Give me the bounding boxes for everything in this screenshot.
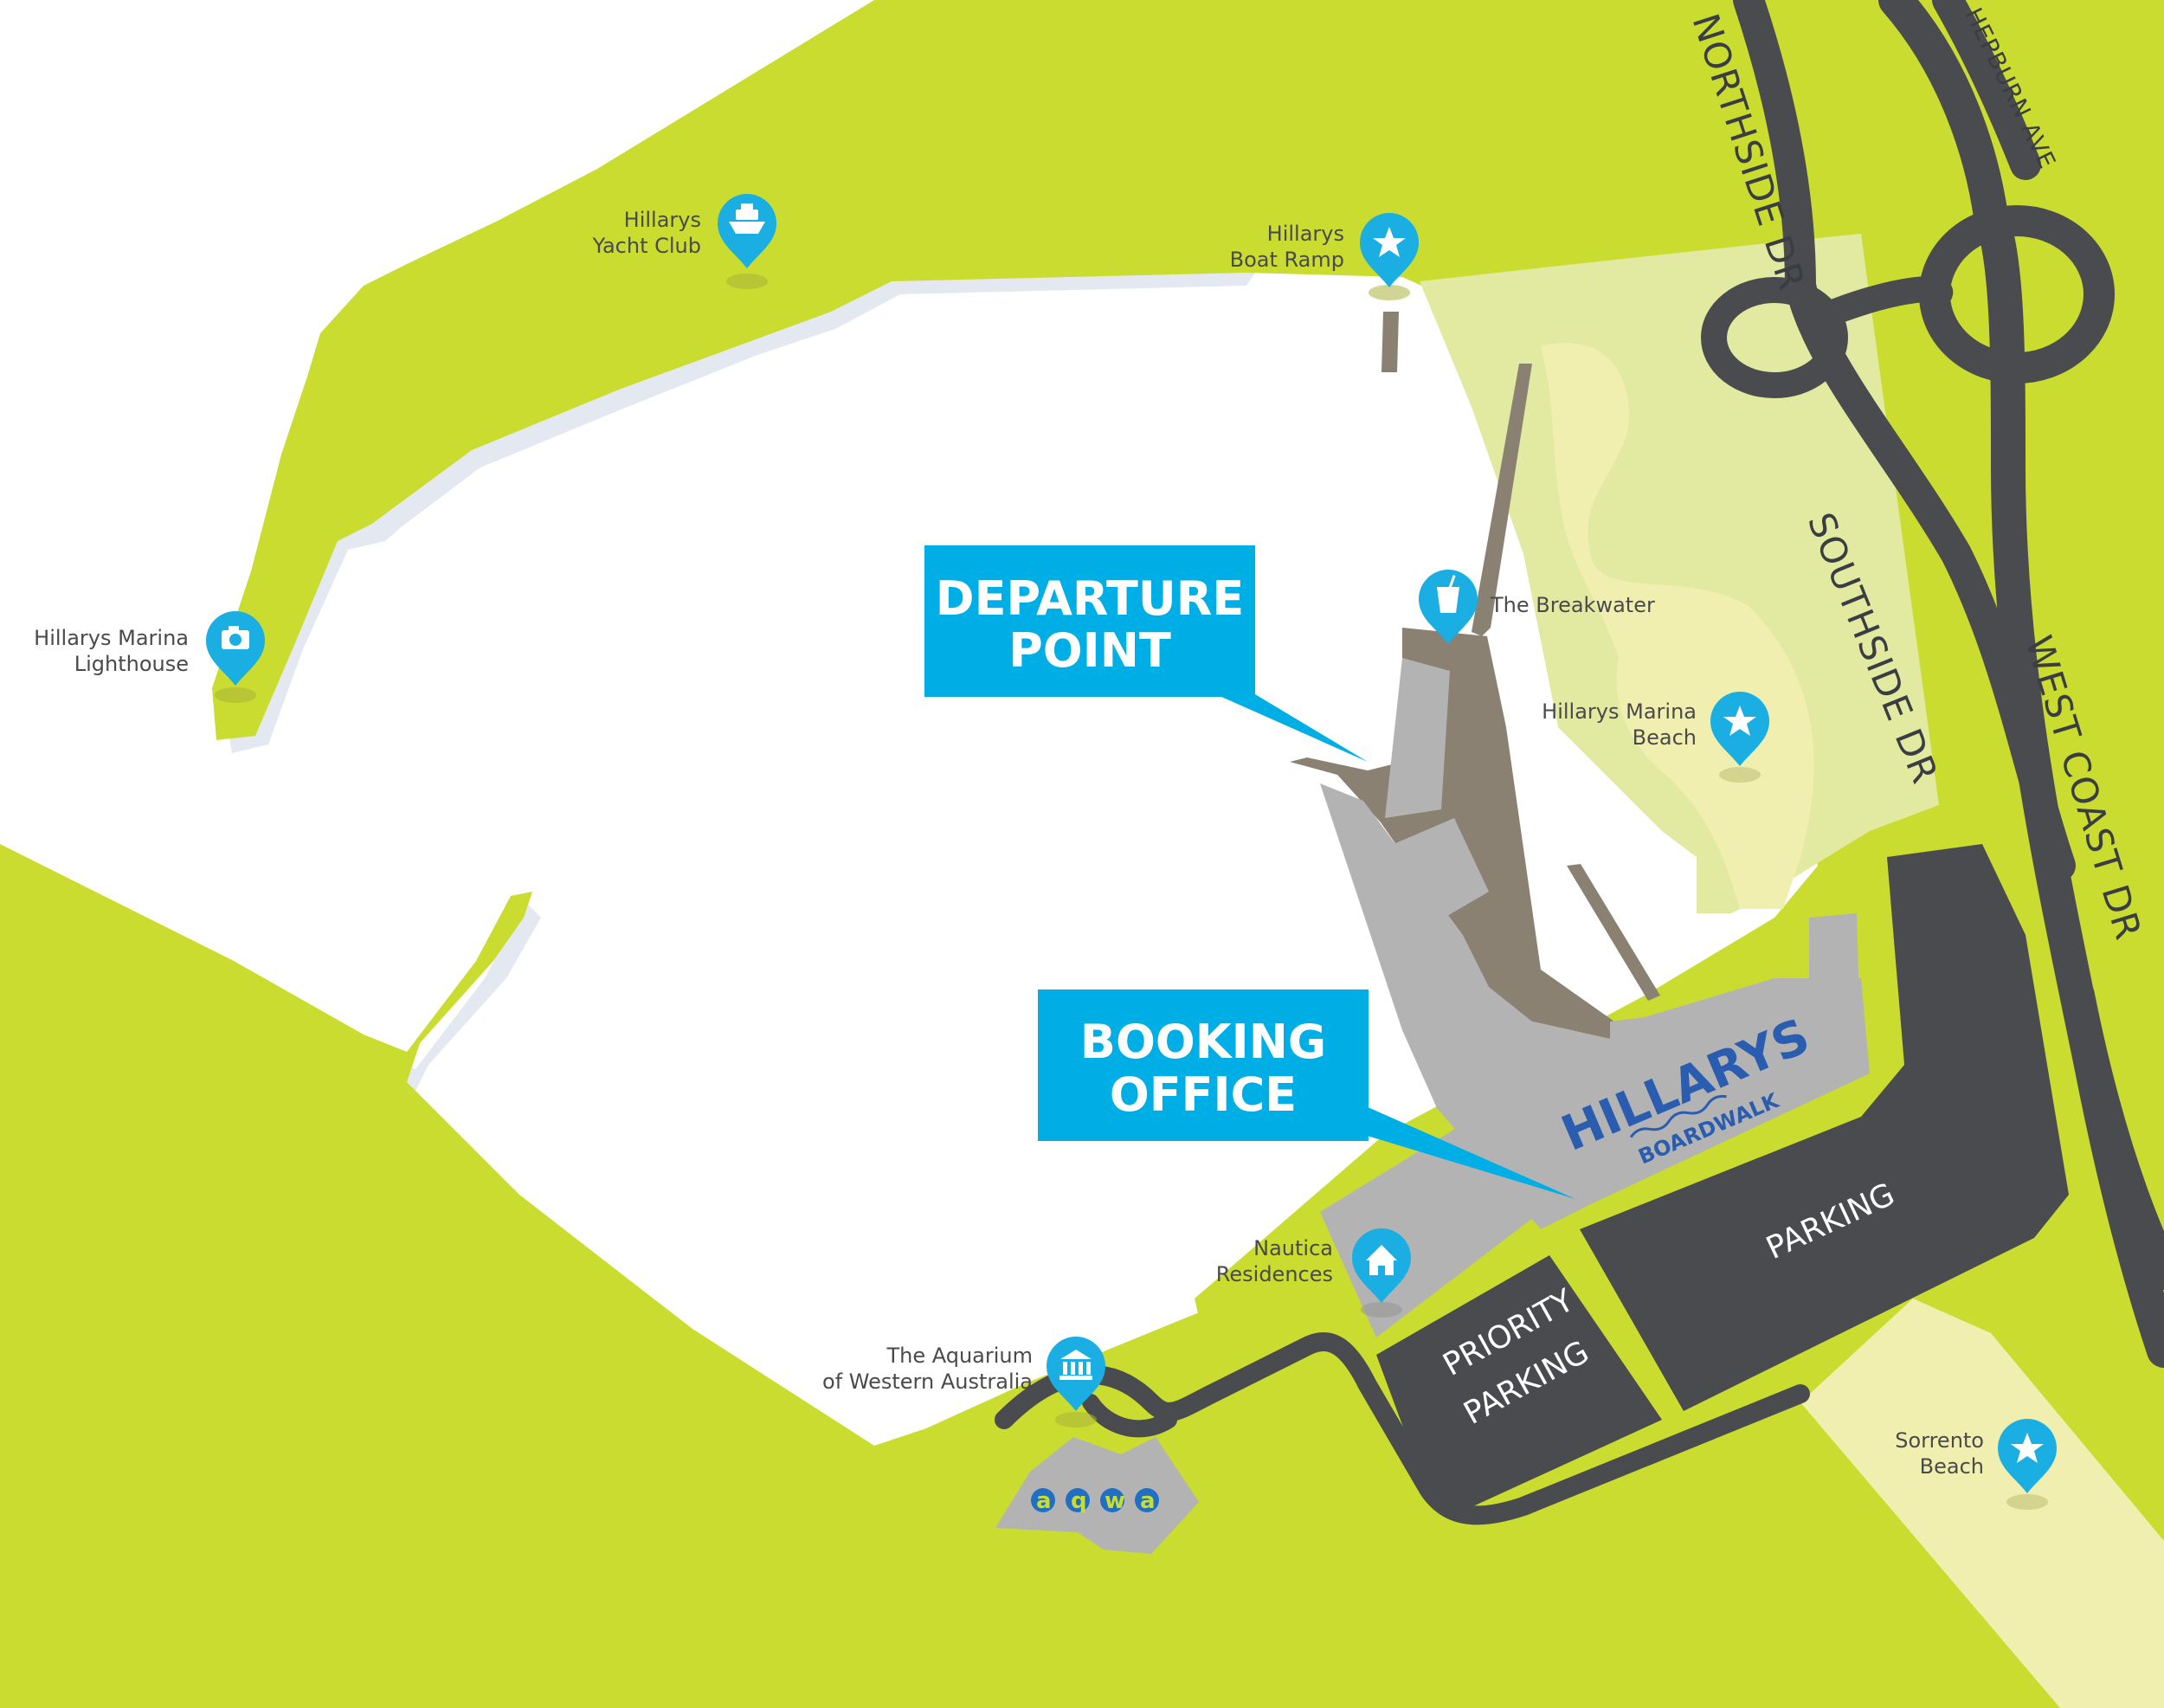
- priority-parking-lot: [1376, 1255, 1662, 1515]
- yacht-club-label-1: Hillarys: [624, 208, 701, 232]
- sorrento-label-1: Sorrento: [1895, 1428, 1984, 1453]
- parking-layer: [1376, 844, 2069, 1515]
- breakwater-label: The Breakwater: [1490, 593, 1655, 617]
- yacht-club-label-2: Yacht Club: [592, 234, 701, 258]
- poi-boat-ramp[interactable]: Hillarys Boat Ramp: [1230, 213, 1419, 300]
- boardwalk-building: [1320, 783, 1870, 1229]
- house-icon: [1366, 1245, 1397, 1275]
- east-jetty: [1567, 864, 1660, 1001]
- poi-lighthouse[interactable]: Hillarys Marina Lighthouse: [34, 611, 265, 703]
- departure-point-callout[interactable]: DEPARTURE POINT: [924, 545, 1368, 762]
- north-breakwater: [212, 0, 1246, 740]
- poi-yacht-club[interactable]: Hillarys Yacht Club: [592, 194, 776, 289]
- sorrento-beach-sand: [1800, 1299, 2164, 1708]
- aqwa-letter-3: w: [1105, 1488, 1125, 1514]
- lighthouse-label-1: Hillarys Marina: [34, 626, 189, 650]
- drink-icon: [1437, 575, 1459, 613]
- aqwa-letter-1: a: [1036, 1488, 1052, 1514]
- poi-breakwater[interactable]: The Breakwater: [1419, 570, 1655, 644]
- hepburn-ave-road: [1932, 0, 2041, 180]
- boat-ramp-label-2: Boat Ramp: [1230, 248, 1344, 272]
- booking-office-callout[interactable]: BOOKING OFFICE: [1038, 989, 1575, 1199]
- booking-line-1: BOOKING: [1080, 1015, 1326, 1069]
- star-icon: [1723, 706, 1756, 736]
- main-parking-lot: [1580, 844, 2069, 1411]
- boat-ramp-label-1: Hillarys: [1267, 222, 1344, 246]
- poi-marina-beach[interactable]: Hillarys Marina Beach: [1542, 692, 1769, 783]
- lighthouse-label-2: Lighthouse: [74, 652, 189, 676]
- nautica-label-2: Residences: [1216, 1262, 1333, 1286]
- boat-ramp-jetty: [1381, 312, 1399, 372]
- aqwa-logo: a q w a: [1031, 1488, 1159, 1514]
- aquarium-building: [995, 1437, 1199, 1554]
- poi-aquarium[interactable]: The Aquarium of Western Australia: [822, 1337, 1105, 1428]
- breakwater-jetty: [1472, 364, 1532, 636]
- aqwa-letter-2: q: [1071, 1488, 1087, 1514]
- departure-line-2: POINT: [1008, 623, 1171, 678]
- star-icon: [1373, 227, 1406, 257]
- marina-beach-label-2: Beach: [1633, 725, 1697, 750]
- aquarium-label-2: of Western Australia: [822, 1370, 1033, 1394]
- marina-beach-label-1: Hillarys Marina: [1542, 699, 1697, 724]
- camera-icon: [222, 626, 249, 649]
- poi-nautica[interactable]: Nautica Residences: [1216, 1228, 1411, 1318]
- star-icon: [2011, 1433, 2044, 1463]
- booking-line-2: OFFICE: [1110, 1067, 1297, 1122]
- sorrento-label-2: Beach: [1920, 1454, 1984, 1479]
- ship-icon: [729, 203, 765, 234]
- nautica-label-1: Nautica: [1253, 1236, 1333, 1260]
- museum-icon: [1059, 1350, 1092, 1380]
- poi-sorrento[interactable]: Sorrento Beach: [1895, 1419, 2057, 1510]
- departure-line-1: DEPARTURE: [936, 571, 1244, 626]
- aqwa-letter-4: a: [1140, 1488, 1156, 1514]
- aquarium-label-1: The Aquarium: [886, 1344, 1033, 1368]
